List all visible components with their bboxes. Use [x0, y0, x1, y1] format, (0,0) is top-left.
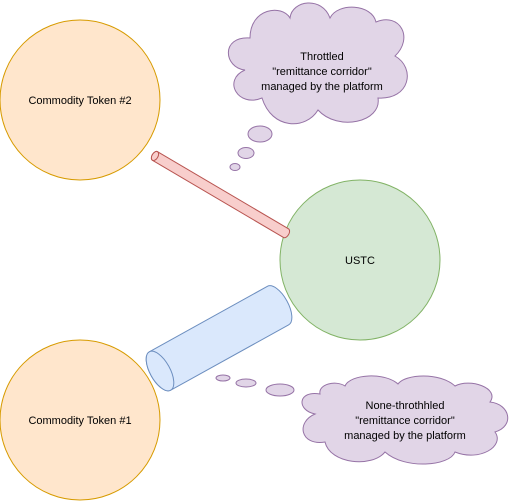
- non-throttled-callout-cloud[interactable]: None-throthhled "remittance corridor" ma…: [301, 375, 508, 465]
- commodity-token-1-node[interactable]: Commodity Token #1: [0, 339, 161, 501]
- throttled-callout-cloud[interactable]: Throttled "remittance corridor" managed …: [227, 2, 408, 125]
- commodity-token-2-label: Commodity Token #2: [28, 95, 131, 107]
- throttled-callout-line-3: managed by the platform: [261, 81, 383, 93]
- ustc-label: USTC: [345, 255, 375, 267]
- commodity-token-1-label: Commodity Token #1: [28, 415, 131, 427]
- throttled-thought-bubbles: [229, 125, 273, 171]
- ustc-node[interactable]: USTC: [279, 179, 441, 341]
- throttled-corridor-pipe[interactable]: [150, 150, 291, 239]
- commodity-token-2-node[interactable]: Commodity Token #2: [0, 19, 161, 181]
- non-throttled-thought-bubbles: [215, 374, 295, 397]
- non-throttled-callout-line-1: None-throthhled: [366, 400, 445, 412]
- throttled-callout-line-2: "remittance corridor": [272, 66, 372, 78]
- non-throttled-corridor-pipe[interactable]: [141, 281, 298, 395]
- non-throttled-callout-line-3: managed by the platform: [344, 430, 466, 442]
- throttled-callout-line-1: Throttled: [300, 51, 343, 63]
- non-throttled-callout-line-2: "remittance corridor": [355, 415, 455, 427]
